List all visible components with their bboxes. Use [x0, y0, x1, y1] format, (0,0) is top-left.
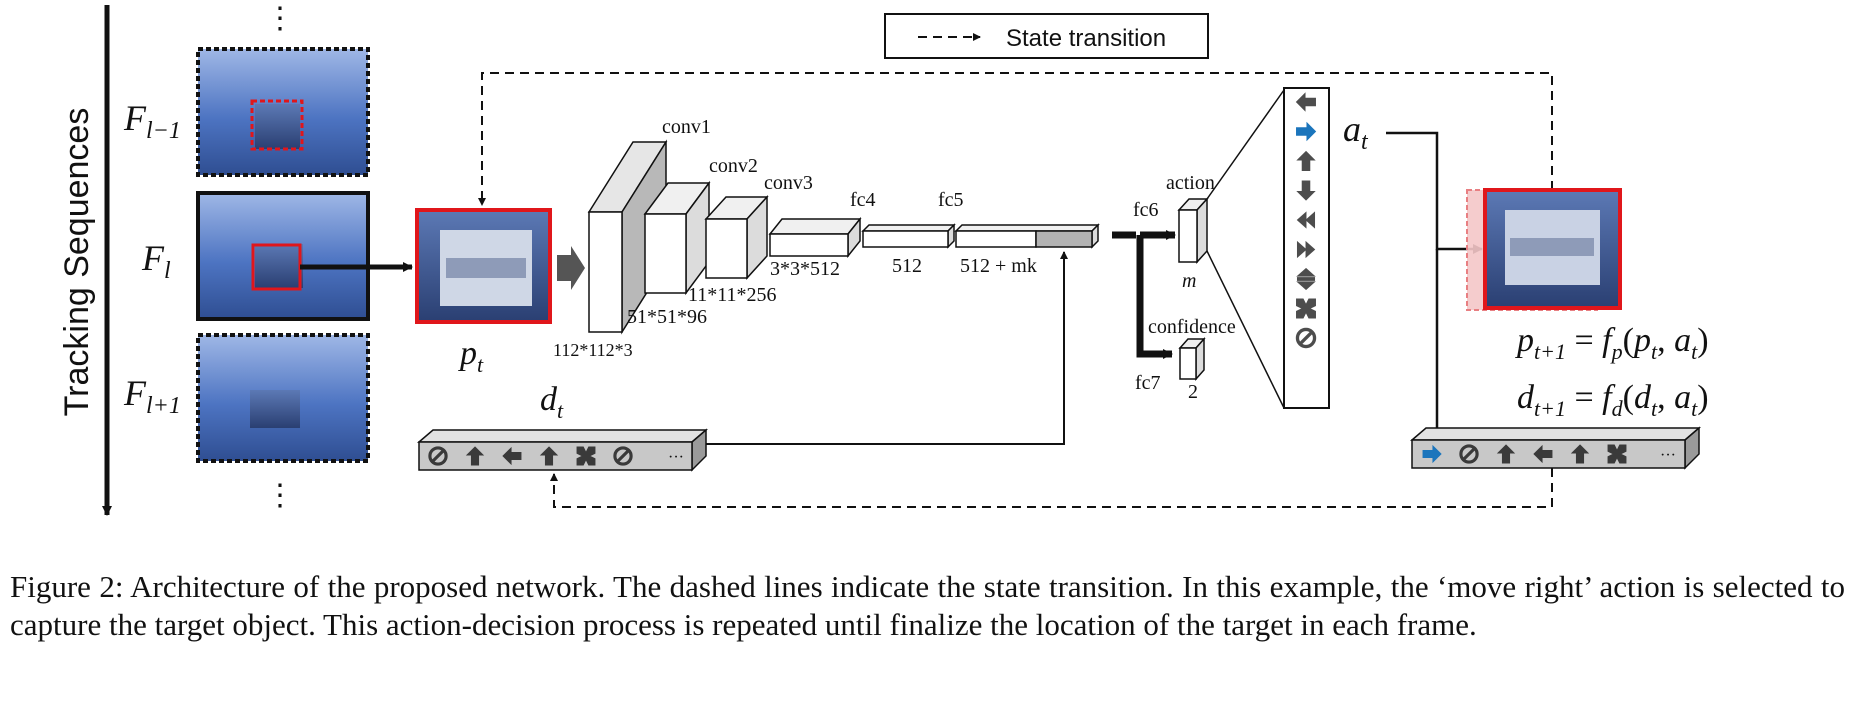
shrink-icon	[1607, 444, 1627, 464]
shrink-horizontal-icon	[1296, 211, 1316, 229]
expand-vertical-icon	[1296, 267, 1316, 291]
frame-next	[196, 333, 370, 463]
action-panel	[1283, 87, 1330, 409]
layer-fc5-dims: 512 + mk	[960, 255, 1037, 277]
up-arrow-icon	[539, 446, 559, 466]
history-icons-current	[428, 446, 633, 466]
action-icons	[1295, 92, 1317, 349]
stop-icon	[1459, 444, 1479, 464]
action-output-arrow	[1386, 131, 1483, 254]
layer-conv2-dims: 11*11*256	[688, 284, 777, 306]
action-label: at	[1343, 109, 1369, 155]
legend-label: State transition	[1006, 25, 1166, 52]
fc7-confidence-layer	[1178, 337, 1206, 381]
history-ellipsis-right: ···	[1660, 447, 1676, 464]
layer-fc4-name: fc4	[850, 189, 876, 211]
layer-conv3	[768, 216, 862, 259]
stop-icon	[428, 446, 448, 466]
figure-caption: Figure 2: Architecture of the proposed n…	[10, 569, 1845, 642]
dots-bottom: ⋮	[265, 479, 295, 512]
layer-input-dims: 112*112*3	[553, 340, 633, 360]
history-label: dt	[540, 381, 564, 423]
fc7-dim: 2	[1188, 381, 1198, 403]
layer-conv3-dims: 3*3*512	[770, 258, 840, 280]
layer-fc4	[861, 223, 956, 249]
state-transition-top	[478, 72, 1553, 206]
down-arrow-icon	[1296, 180, 1316, 201]
result-patch	[1466, 188, 1622, 311]
history-bar-next: ···	[1409, 426, 1702, 470]
frame-prev-label: Fl−1	[123, 98, 181, 144]
branch-arrows	[1112, 230, 1176, 359]
fc6-head: action	[1166, 172, 1215, 194]
shrink-icon	[576, 446, 596, 466]
left-arrow-icon	[502, 446, 522, 466]
axis-label: Tracking Sequences	[58, 108, 96, 417]
patch-label: pt	[458, 335, 484, 377]
architecture-diagram: State transition Tracking Sequences ⋮ ⋮ …	[58, 2, 1709, 516]
equation-p-next: pt+1 = fp(pt, at)	[1515, 322, 1709, 364]
layer-conv2-name: conv2	[709, 155, 758, 177]
frame-next-label: Fl+1	[123, 373, 181, 419]
layer-fc5	[954, 223, 1100, 249]
shrink-icon	[1296, 298, 1316, 319]
layer-conv1	[643, 180, 711, 296]
stop-icon	[1295, 327, 1317, 349]
fc6-dim: m	[1182, 270, 1196, 292]
up-arrow-icon	[1496, 444, 1516, 464]
legend: State transition	[884, 13, 1209, 59]
patch-image	[415, 208, 552, 324]
right-arrow-icon	[1422, 444, 1442, 464]
expand-horizontal-icon	[1296, 240, 1316, 259]
fc6-name: fc6	[1133, 199, 1159, 221]
layer-conv3-name: conv3	[764, 172, 813, 194]
frame-prev	[196, 47, 370, 177]
frame-current-label: Fl	[141, 238, 171, 284]
fc6-action-layer	[1177, 197, 1209, 264]
layer-conv2	[704, 195, 769, 280]
fc7-name: fc7	[1135, 372, 1161, 394]
left-arrow-icon	[1533, 444, 1553, 464]
layer-fc4-dims: 512	[892, 255, 922, 277]
input-arrow	[557, 246, 585, 290]
up-arrow-icon	[465, 446, 485, 466]
layer-conv1-dims: 51*51*96	[627, 306, 707, 328]
right-arrow-icon	[1296, 121, 1317, 142]
layer-fc5-name: fc5	[938, 189, 964, 211]
history-bar-current: ···	[416, 428, 709, 472]
history-ellipsis-left: ···	[668, 449, 684, 466]
equation-d-next: dt+1 = fd(dt, at)	[1517, 379, 1709, 421]
history-icons-next	[1422, 444, 1627, 464]
stop-icon	[613, 446, 633, 466]
up-arrow-icon	[1296, 150, 1316, 171]
fc7-head: confidence	[1148, 316, 1236, 338]
history-to-fc5-arrow	[706, 251, 1068, 445]
state-transition-bottom	[550, 468, 1553, 508]
layer-conv1-name: conv1	[662, 116, 711, 138]
sequence-axis: Tracking Sequences	[58, 5, 112, 516]
up-arrow-icon	[1570, 444, 1590, 464]
dots-top: ⋮	[265, 2, 295, 35]
layer-input	[587, 139, 668, 335]
frame-current	[196, 191, 370, 321]
left-arrow-icon	[1295, 92, 1316, 112]
